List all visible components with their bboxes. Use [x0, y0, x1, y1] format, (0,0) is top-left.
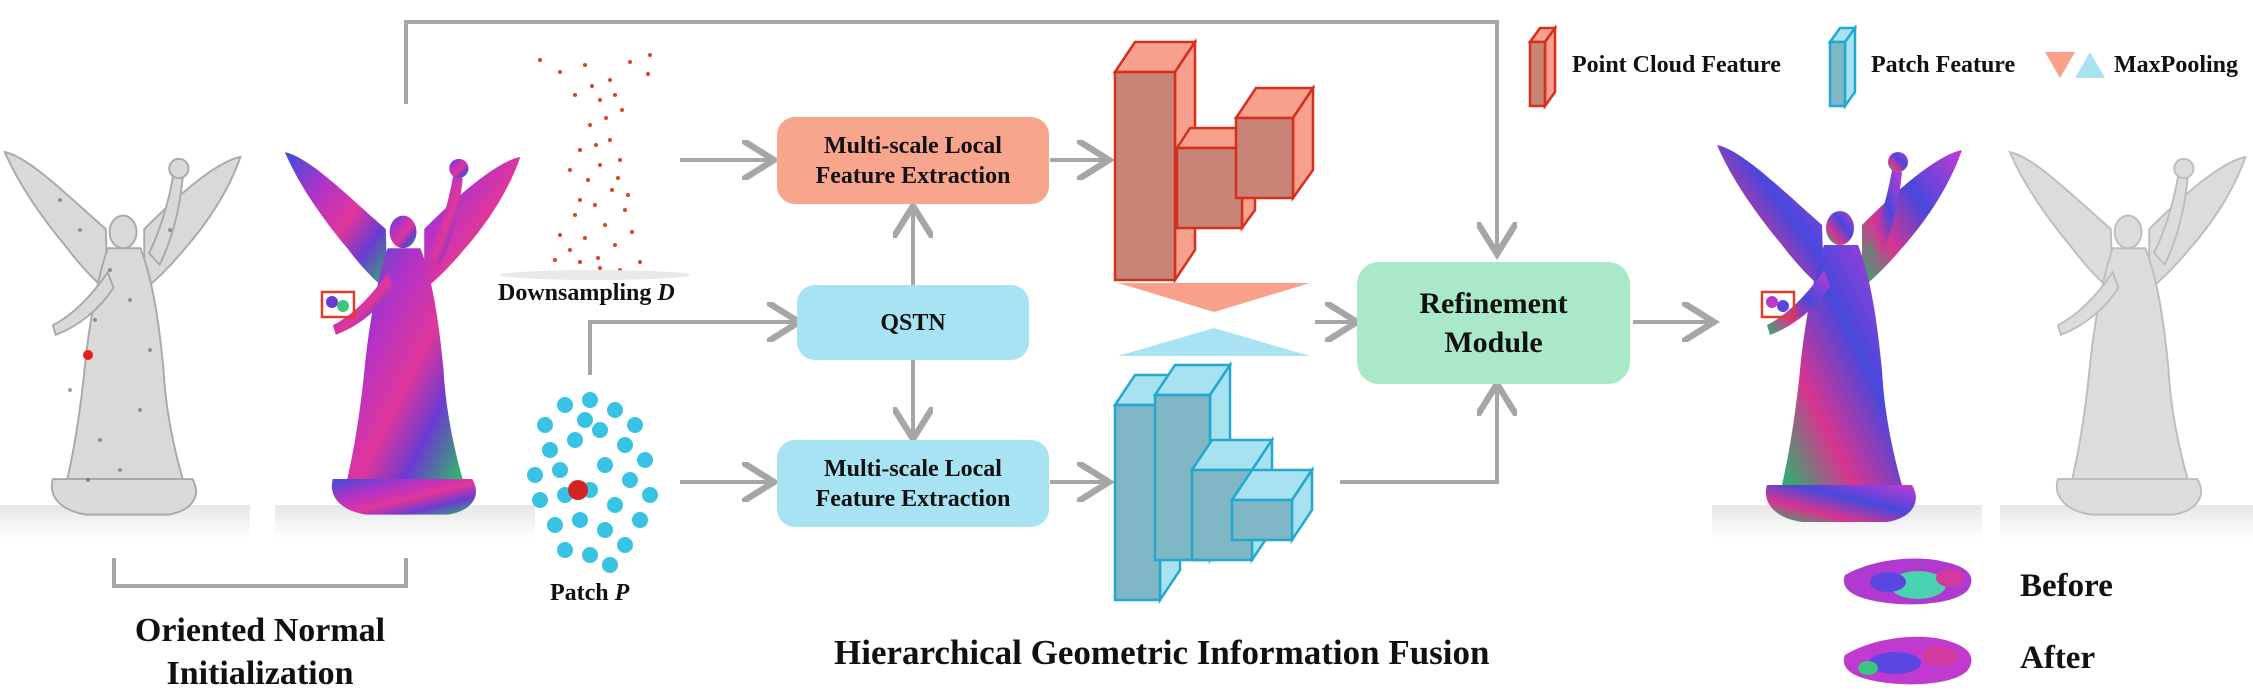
arrow — [1340, 388, 1497, 484]
before-hand-closeup — [1843, 558, 1972, 605]
box-line: Multi-scale Local — [824, 455, 1002, 482]
stage1-title-line: Oriented Normal — [134, 612, 386, 649]
refined-normals-statue — [1717, 145, 1962, 522]
initial-normals-statue — [284, 152, 521, 515]
initialization-bracket — [112, 558, 408, 588]
patch-points — [527, 392, 658, 573]
qstn-box: QSTN — [797, 285, 1029, 360]
legend-maxpool-blue-icon — [2075, 52, 2105, 78]
stage2-title: Hierarchical Geometric Information Fusio… — [834, 633, 1490, 672]
downsampling-variable: D — [657, 280, 675, 306]
before-label: Before — [2020, 568, 2113, 604]
floor-shadow — [500, 270, 690, 280]
highlight-box — [1760, 290, 1796, 319]
refinement-module-box: Refinement Module — [1357, 262, 1630, 384]
downsampling-label: Downsampling D — [498, 280, 675, 307]
after-hand-closeup — [1843, 636, 1972, 685]
box-line: Feature Extraction — [815, 162, 1011, 189]
legend-patch-label: Patch Feature — [1871, 52, 2016, 78]
legend-maxpooling-label: MaxPooling — [2114, 52, 2238, 78]
patch-label: Patch P — [550, 580, 629, 607]
point-cloud-feature-blocks — [1112, 37, 1316, 285]
maxpool-blue — [1118, 328, 1310, 356]
qstn-label: QSTN — [880, 309, 946, 336]
box-line: Multi-scale Local — [824, 132, 1002, 159]
box-line: Module — [1444, 326, 1543, 359]
legend-point-cloud-icon — [1527, 24, 1558, 110]
legend-maxpool-orange-icon — [2045, 52, 2075, 78]
stage1-title-line: Initialization — [166, 654, 354, 692]
patch-feature-blocks — [1112, 360, 1315, 605]
downsampled-point-cloud — [538, 53, 652, 272]
arrow — [588, 322, 795, 375]
downsampling-text: Downsampling — [498, 280, 652, 306]
patch-center-point — [568, 480, 588, 500]
skip-connection-arrow — [404, 20, 1497, 250]
maxpool-orange — [1118, 283, 1310, 312]
box-line: Feature Extraction — [815, 485, 1011, 512]
after-label: After — [2020, 640, 2096, 676]
legend-point-cloud-label: Point Cloud Feature — [1572, 52, 1781, 78]
multiscale-feature-box-top: Multi-scale Local Feature Extraction — [777, 117, 1049, 204]
highlight-box — [320, 290, 356, 319]
stage1-title: Oriented Normal Initialization — [90, 610, 430, 695]
multiscale-feature-box-bottom: Multi-scale Local Feature Extraction — [777, 440, 1049, 527]
output-surface-statue — [2008, 151, 2247, 516]
box-line: Refinement — [1419, 287, 1568, 320]
patch-text: Patch — [550, 580, 609, 606]
input-statue-grey — [3, 151, 242, 516]
legend-patch-icon — [1827, 24, 1858, 110]
patch-variable: P — [614, 580, 630, 606]
